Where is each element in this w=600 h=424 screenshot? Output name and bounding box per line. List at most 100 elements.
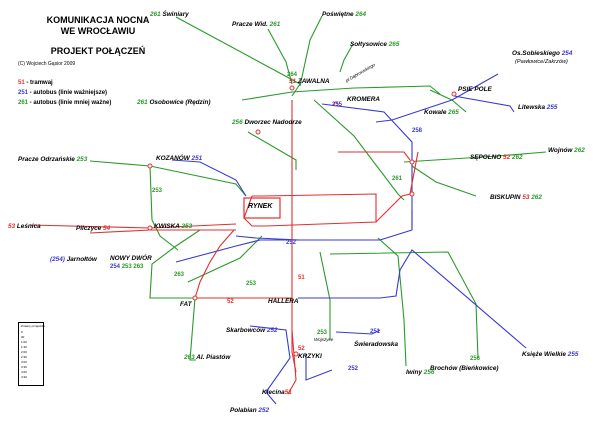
schedule-row: 3:30: [21, 365, 27, 369]
label-252-krzyki: 252: [348, 366, 359, 372]
label-253-nowydwor: 253: [246, 281, 257, 287]
rynek-station-box: [243, 197, 281, 219]
station-soltysowice: Sołtysowice 265: [350, 41, 400, 48]
legend-tram: 51 - tramwaj: [18, 80, 53, 86]
label-253-wojszyce: 253: [317, 330, 328, 336]
route-255-litewska: [453, 95, 515, 113]
station-pracze-wid: Pracze Wid. 261: [232, 21, 281, 28]
major-bus-lines: [171, 73, 527, 405]
label-52-hallera: 52: [227, 299, 234, 305]
route-263-kwiska: [149, 229, 201, 299]
route-rynek-ring: [243, 193, 377, 227]
title-line2: WE WROCŁAWIU: [60, 26, 136, 36]
route-261-pracze: [267, 28, 293, 85]
schedule-row: 4:00: [21, 370, 27, 374]
station-pracze-odrzanskie: Pracze Odrzańskie 253: [18, 156, 88, 163]
station-osobowice: 261 Osobowice (Rędzin): [137, 99, 211, 106]
station-psie-pole: PSIE POLE: [458, 86, 492, 93]
route-254-jarnoltow: [175, 210, 413, 263]
schedule-row: 3:00: [21, 360, 27, 364]
station-ksieze-wielkie: Księże Wielkie 255: [522, 351, 579, 358]
station-kwiska: KWISKA 253: [154, 223, 193, 230]
station-hallera: HALLERA: [268, 298, 299, 305]
schedule-row: 0: [21, 330, 23, 334]
route-252-krzyki-south: [305, 354, 333, 381]
route-261-osobowice: [241, 85, 441, 101]
route-253-pracze-odrz: [89, 160, 247, 197]
route-251-swieradowska: [335, 329, 381, 335]
title-line1: KOMUNIKACJA NOCNA: [46, 15, 150, 25]
schedule-row: 1:00: [21, 340, 27, 344]
station-sepolno: SĘPOLNO 52 262: [470, 154, 523, 161]
legend-bus-minor: 261 - autobus (linie mniej ważne): [18, 100, 112, 106]
route-52-sepolno: [375, 151, 419, 223]
station-swiniary: 261 Świniary: [150, 11, 189, 18]
schedule-row: 4:30: [21, 375, 27, 379]
label-263: 263: [174, 272, 185, 278]
station-polabian: Polabian 252: [230, 407, 270, 414]
station-fat: FAT: [180, 301, 192, 308]
copyright: (C) Wojciech Gąsior 2009: [18, 61, 76, 67]
route-252-rynek: [235, 235, 301, 241]
schedule-row: 30: [21, 335, 25, 339]
station-lesnica: 53 Leśnica: [8, 223, 41, 230]
label-nowydwor-lines: 254 253 263: [110, 264, 144, 270]
station-zawalna: 51 ZAWALNA: [289, 78, 330, 85]
label-256-kromera: 261: [392, 176, 403, 182]
station-rynek: RYNEK: [248, 203, 273, 210]
station-pilczyce: Pilczyce 54: [76, 225, 111, 232]
schedule-row: 2:00: [21, 350, 27, 354]
route-256-kromera: [313, 99, 405, 201]
station-pawlowice: (Pawłowice/Zakrzów): [515, 59, 568, 65]
route-261-swiniary: [175, 16, 301, 97]
route-265-soltysowice: [339, 43, 354, 73]
station-dworzec-nadodrze: 256 Dworzec Nadodrze: [232, 119, 302, 126]
schedule-row: 2:30: [21, 355, 27, 359]
label-255: 255: [332, 102, 343, 108]
label-253-kozanow: 253: [152, 188, 163, 194]
label-264: 264: [287, 72, 298, 78]
station-os-sobieskiego: Os.Sobieskiego 254: [512, 50, 573, 57]
route-51-klecina: [287, 329, 297, 395]
station-klecina: Klecina51: [262, 389, 292, 396]
station-iwiny: Iwiny 256: [406, 369, 435, 376]
route-263-fat: [189, 297, 196, 361]
route-256-brochow: [329, 251, 479, 359]
station-skarbowcow: Skarbowców 252: [226, 327, 278, 334]
title-line3: PROJEKT POŁĄCZEŃ: [50, 46, 146, 56]
station-biskupin: BISKUPIN 53 262: [490, 194, 542, 201]
route-251-kozanow: [171, 159, 247, 197]
route-256-iwiny: [377, 237, 407, 367]
station-nowy-dwor: NOWY DWÓR: [110, 255, 152, 262]
label-51: 51: [298, 275, 305, 281]
station-markers: [147, 85, 457, 357]
route-254-kromera: [321, 103, 413, 228]
route-252-krzyki: [249, 325, 291, 405]
schedule-row: 1:30: [21, 345, 27, 349]
route-262-wojnow: [403, 151, 547, 163]
label-256-brochow: 256: [470, 356, 481, 362]
legend-bus-major: 251 - autobus (linie ważniejsze): [18, 90, 108, 96]
label-252: 252: [286, 240, 297, 246]
route-52-fat: [194, 229, 235, 299]
route-256-dworzec: [247, 131, 297, 170]
station-krzyki: KRZYKI: [298, 353, 322, 360]
station-poswietne: Poświętne 264: [322, 11, 367, 18]
label-251: 251: [370, 329, 381, 335]
label-52-krzyki: 52: [298, 346, 305, 352]
route-51-east: [338, 151, 411, 161]
station-wojnow: Wojnów 262: [548, 147, 585, 154]
route-253-wojszyce: [319, 251, 331, 340]
station-kowale: Kowale 265: [424, 109, 459, 116]
label-258: 258: [412, 128, 423, 134]
station-al-piastow: 263 Al. Piastów: [184, 354, 231, 361]
route-254-sobieskiego: [375, 73, 499, 123]
route-53-lesnica: [29, 223, 237, 229]
station-swieradowska: Świeradowska: [354, 341, 399, 348]
station-jarnoltow: (254) Jarnołtów: [50, 256, 97, 263]
station-wojszyce: Wojszyce: [314, 337, 334, 342]
station-kromera: KROMERA: [347, 96, 381, 103]
